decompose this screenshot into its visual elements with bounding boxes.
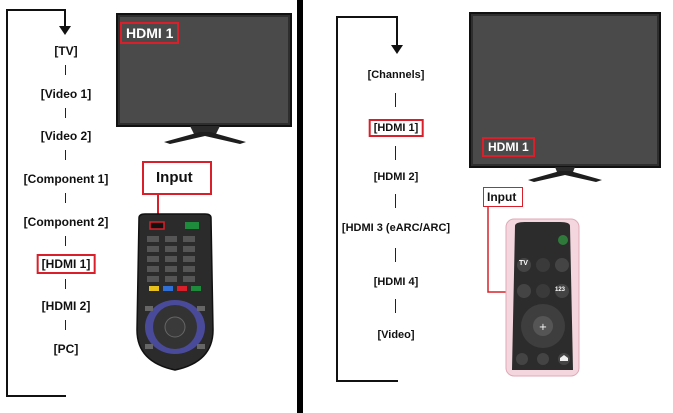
right-input-callout: Input (483, 187, 523, 207)
left-input-video2: [Video 2] (40, 129, 92, 143)
right-input-hdmi2: [HDMI 2] (373, 171, 419, 183)
right-loop-down (396, 16, 398, 48)
right-loop-bottom (336, 380, 398, 382)
left-callout-pointer (157, 194, 159, 218)
right-input-channels: [Channels] (367, 69, 425, 81)
left-input-callout: Input (142, 161, 212, 195)
left-input-component2: [Component 2] (23, 215, 109, 229)
left-tick (65, 65, 67, 75)
svg-text:+: + (539, 322, 547, 333)
right-input-video: [Video] (377, 329, 415, 341)
right-remote-tv-button-label: TV (519, 260, 528, 267)
right-tv-screen (469, 12, 661, 168)
right-tick (395, 248, 397, 262)
left-input-hdmi1-highlighted: [HDMI 1] (36, 254, 96, 274)
left-remote-icon (136, 213, 214, 371)
right-loop-side (336, 16, 338, 382)
right-tv-stand-icon (528, 167, 602, 182)
left-loop-side (6, 9, 8, 397)
right-remote-123-button-label: 123 (555, 287, 566, 293)
left-tv-hdmi-label: HDMI 1 (120, 22, 180, 44)
right-input-hdmi4: [HDMI 4] (373, 276, 419, 288)
left-input-component1: [Component 1] (23, 172, 109, 186)
left-tick (65, 236, 67, 246)
right-loop-top (336, 16, 398, 18)
right-input-hdmi1-highlighted: [HDMI 1] (368, 119, 424, 137)
right-tick (395, 146, 397, 160)
left-input-pc: [PC] (53, 342, 79, 356)
left-loop-down (64, 9, 66, 31)
left-tv-stand-icon (164, 126, 246, 144)
right-tick (395, 194, 397, 208)
left-input-tv: [TV] (54, 44, 78, 58)
left-tick (65, 320, 67, 330)
left-input-video1: [Video 1] (40, 87, 92, 101)
left-loop-top (6, 9, 66, 11)
right-remote-icon: + (505, 218, 580, 377)
left-tick (65, 108, 67, 118)
left-loop-arrow-icon (59, 26, 71, 35)
left-tick (65, 279, 67, 289)
left-tick (65, 193, 67, 203)
left-tick (65, 150, 67, 160)
right-tick (395, 93, 397, 107)
right-input-hdmi3: [HDMI 3 (eARC/ARC] (341, 222, 451, 234)
left-input-hdmi2: [HDMI 2] (41, 299, 91, 313)
right-tv-hdmi-label: HDMI 1 (482, 137, 535, 157)
left-loop-bottom (6, 395, 66, 397)
panel-divider (297, 0, 303, 413)
right-tick (395, 299, 397, 313)
right-loop-arrow-icon (391, 45, 403, 54)
